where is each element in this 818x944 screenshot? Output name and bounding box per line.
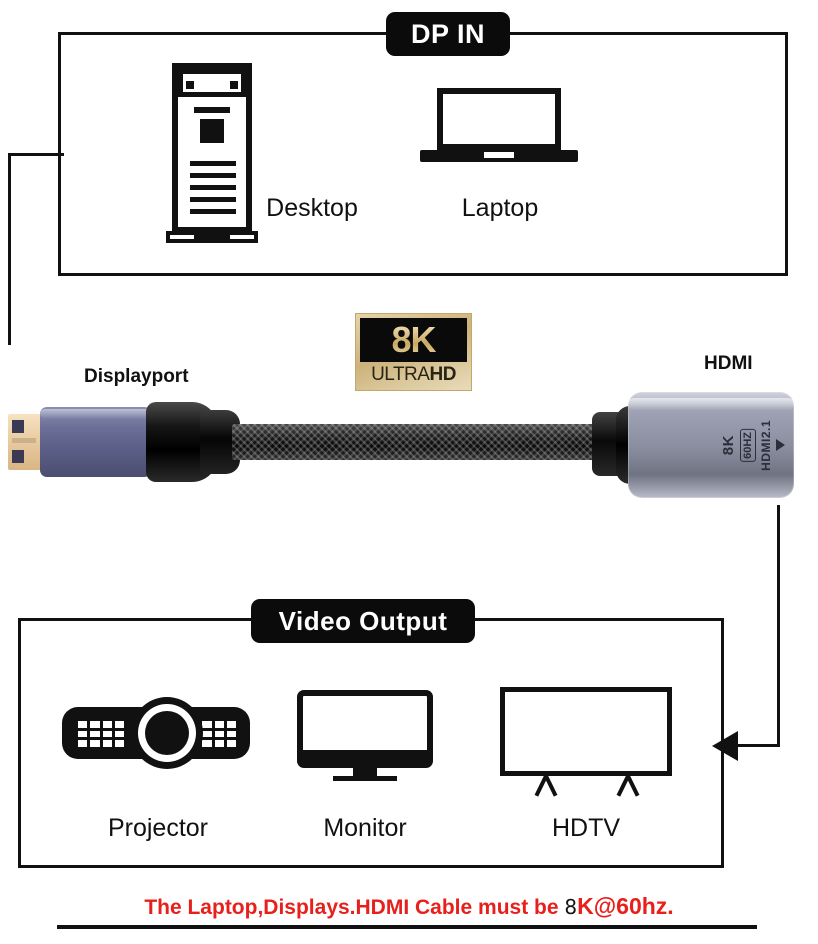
triangle-right-marker-icon bbox=[775, 439, 785, 451]
connector-line-right-vertical bbox=[777, 505, 780, 747]
displayport-gold-contacts bbox=[8, 414, 44, 470]
footer-divider bbox=[57, 925, 757, 929]
hdtv-label: HDTV bbox=[551, 814, 621, 842]
monitor-label: Monitor bbox=[323, 814, 407, 842]
displayport-plug-body bbox=[40, 407, 150, 477]
footer-text-part1: The Laptop,Displays.HDMI Cable must be bbox=[144, 896, 565, 919]
hdtv-icon bbox=[500, 687, 672, 797]
footer-text-part2: K@60hz. bbox=[577, 893, 674, 919]
adapter-cable-image: 8K 60HZ HDMI2.1 bbox=[0, 380, 818, 510]
badge-hd-text: HD bbox=[429, 364, 456, 385]
monitor-icon bbox=[297, 690, 433, 782]
braided-cable bbox=[232, 424, 624, 460]
displayport-connector-title: Displayport bbox=[84, 366, 189, 387]
connector-line-right-horizontal bbox=[735, 744, 780, 747]
hdmi-mark-refresh: 60HZ bbox=[739, 428, 756, 462]
projector-icon bbox=[62, 697, 250, 769]
hdmi-mark-version: HDMI2.1 bbox=[758, 419, 773, 471]
badge-ultra-text: ULTRA bbox=[371, 364, 430, 385]
laptop-icon bbox=[420, 88, 578, 166]
badge-resolution-text: 8K bbox=[391, 319, 436, 360]
laptop-label: Laptop bbox=[461, 194, 539, 222]
projector-label: Projector bbox=[107, 814, 209, 842]
footer-text-highlight: 8 bbox=[564, 895, 578, 919]
hdmi-mark-resolution: 8K bbox=[719, 434, 737, 456]
desktop-tower-icon bbox=[166, 63, 258, 249]
footer-warning-text: The Laptop,Displays.HDMI Cable must be 8… bbox=[0, 893, 818, 920]
video-output-label: Video Output bbox=[251, 599, 475, 643]
desktop-label: Desktop bbox=[266, 194, 358, 222]
hdmi-female-port-housing bbox=[628, 392, 794, 498]
connector-line-top-left-horizontal bbox=[8, 153, 64, 156]
hdmi-housing-markings: 8K 60HZ HDMI2.1 bbox=[716, 398, 788, 492]
arrow-left-icon bbox=[712, 731, 738, 761]
hdmi-connector-title: HDMI bbox=[704, 353, 753, 374]
connector-line-top-left-vertical bbox=[8, 153, 11, 345]
dp-in-label: DP IN bbox=[386, 12, 510, 56]
